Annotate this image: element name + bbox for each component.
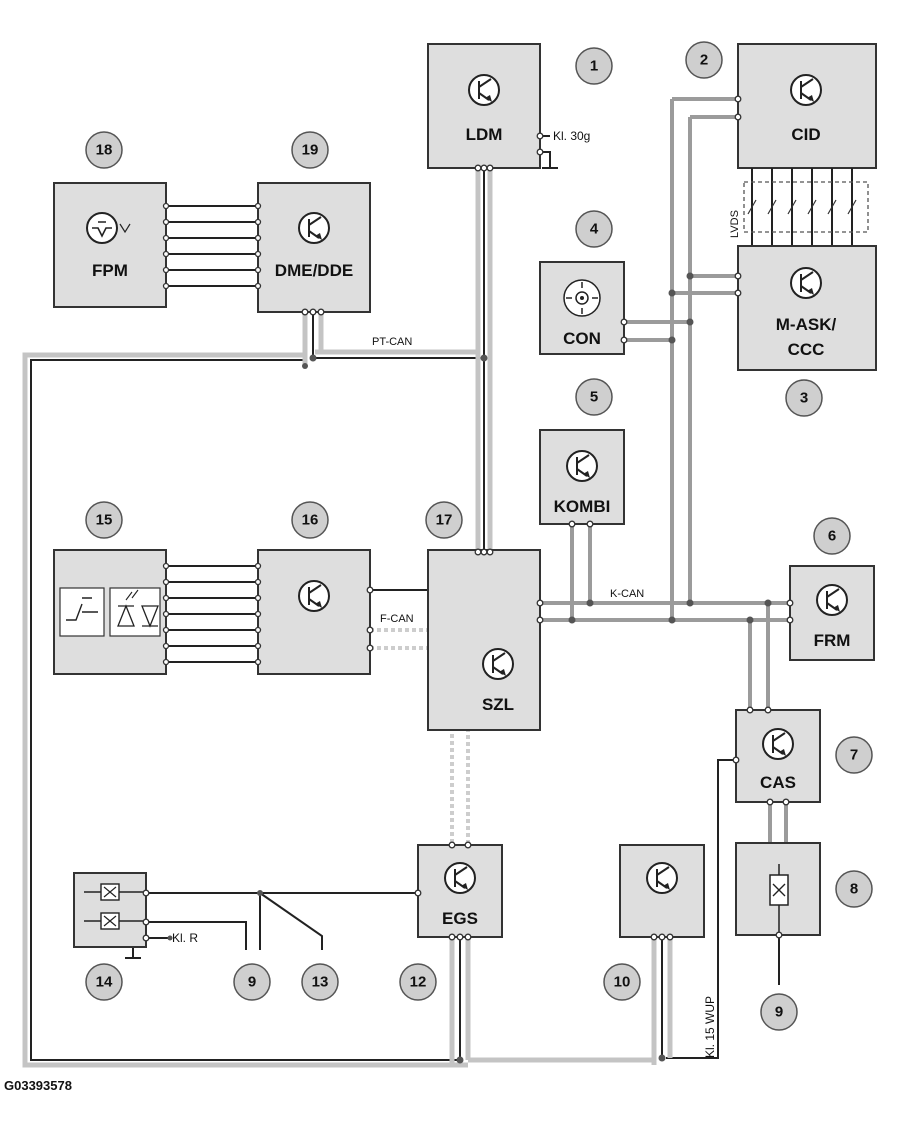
frm-label: FRM — [814, 631, 851, 650]
lvds-label: LVDS — [729, 210, 741, 238]
badge-5: 5 — [575, 378, 613, 416]
svg-text:18: 18 — [96, 142, 113, 159]
kombi-module: KOMBI — [539, 429, 625, 525]
svg-text:10: 10 — [614, 974, 631, 991]
badge-14: 14 — [85, 963, 123, 1001]
transistor-icon — [566, 450, 598, 482]
kl15wup-label: Kl. 15 WUP — [703, 996, 717, 1058]
transistor-icon — [298, 212, 330, 244]
jbe-label: SZL — [482, 695, 514, 714]
kombi-label: KOMBI — [554, 497, 611, 516]
badge-19: 19 — [291, 131, 329, 169]
svg-text:15: 15 — [96, 512, 113, 529]
transistor-icon — [790, 267, 822, 299]
k-can-label: K-CAN — [610, 588, 644, 600]
svg-text:6: 6 — [828, 528, 836, 545]
badge-6: 6 — [813, 517, 851, 555]
svg-text:9: 9 — [248, 974, 256, 991]
svg-text:19: 19 — [302, 142, 319, 159]
badge-15: 15 — [85, 501, 123, 539]
svg-text:13: 13 — [312, 974, 329, 991]
m-ask-module: M-ASK/ CCC — [737, 245, 877, 371]
transistor-icon — [646, 862, 678, 894]
badge-17: 17 — [425, 501, 463, 539]
svg-text:8: 8 — [850, 881, 858, 898]
jbe-module: SZL — [427, 549, 541, 731]
con-label: CON — [563, 329, 601, 348]
badge-9-left: 9 — [233, 963, 271, 1001]
ccc-label: CCC — [788, 340, 825, 359]
badge-1: 1 — [575, 47, 613, 85]
cas-label: CAS — [760, 773, 796, 792]
badge-12: 12 — [399, 963, 437, 1001]
svg-text:7: 7 — [850, 747, 858, 764]
transistor-icon — [762, 728, 794, 760]
f-can-label: F-CAN — [380, 613, 414, 625]
badge-4: 4 — [575, 210, 613, 248]
fuse-module — [735, 842, 821, 936]
svg-text:17: 17 — [436, 512, 453, 529]
svg-text:3: 3 — [800, 390, 808, 407]
badge-7: 7 — [835, 736, 873, 774]
lvds-link: LVDS — [729, 168, 869, 246]
svg-text:16: 16 — [302, 512, 319, 529]
badge-2: 2 — [685, 41, 723, 79]
cid-label: CID — [791, 125, 820, 144]
klr-label: Kl. R — [172, 931, 198, 945]
frm-module: FRM — [789, 565, 875, 661]
svg-text:12: 12 — [410, 974, 427, 991]
fpm-label: FPM — [92, 261, 128, 280]
svg-text:1: 1 — [590, 58, 598, 75]
badge-13: 13 — [301, 963, 339, 1001]
dsc-module: EGS — [417, 844, 503, 938]
sensor-switch-module — [73, 872, 147, 948]
badge-9-bottom: 9 — [760, 993, 798, 1031]
svg-text:14: 14 — [96, 974, 113, 991]
switch-icon — [66, 597, 98, 621]
dme-module: DME/DDE — [257, 182, 371, 313]
transistor-icon — [790, 74, 822, 106]
dme-label: DME/DDE — [275, 261, 353, 280]
cid-module: CID — [737, 43, 877, 169]
svg-text:9: 9 — [775, 1004, 783, 1021]
m-ask-label: M-ASK/ — [776, 315, 837, 334]
transistor-icon — [468, 74, 500, 106]
svg-text:5: 5 — [590, 389, 598, 406]
photo-sensor-icon — [86, 212, 118, 244]
switch-block-module — [53, 549, 167, 675]
badge-16: 16 — [291, 501, 329, 539]
ldm-label: LDM — [466, 125, 503, 144]
dsc-label: EGS — [442, 909, 478, 928]
number-badges: 1 2 3 4 5 6 7 8 10 12 14 15 16 17 18 19 … — [85, 41, 873, 1031]
badge-3: 3 — [785, 379, 823, 417]
badge-8: 8 — [835, 870, 873, 908]
con-module: CON — [539, 261, 625, 355]
badge-10: 10 — [603, 963, 641, 1001]
pt-can-label: PT-CAN — [372, 336, 412, 348]
kl30g-label: Kl. 30g — [553, 129, 590, 143]
badge-18: 18 — [85, 131, 123, 169]
transistor-icon — [816, 584, 848, 616]
junctions — [257, 272, 772, 1064]
connector-pins — [142, 95, 794, 942]
egs-module — [619, 844, 705, 938]
svg-text:2: 2 — [700, 52, 708, 69]
optocoupler-icon — [117, 604, 159, 628]
szl-module — [257, 549, 371, 675]
cas-module: CAS — [735, 709, 821, 803]
figure-code: G03393578 — [4, 1078, 72, 1093]
ldm-module: LDM — [427, 43, 541, 169]
transistor-icon — [482, 648, 514, 680]
fpm-module: FPM — [53, 182, 167, 308]
transistor-icon — [444, 862, 476, 894]
transistor-icon — [298, 580, 330, 612]
svg-text:4: 4 — [590, 221, 599, 238]
